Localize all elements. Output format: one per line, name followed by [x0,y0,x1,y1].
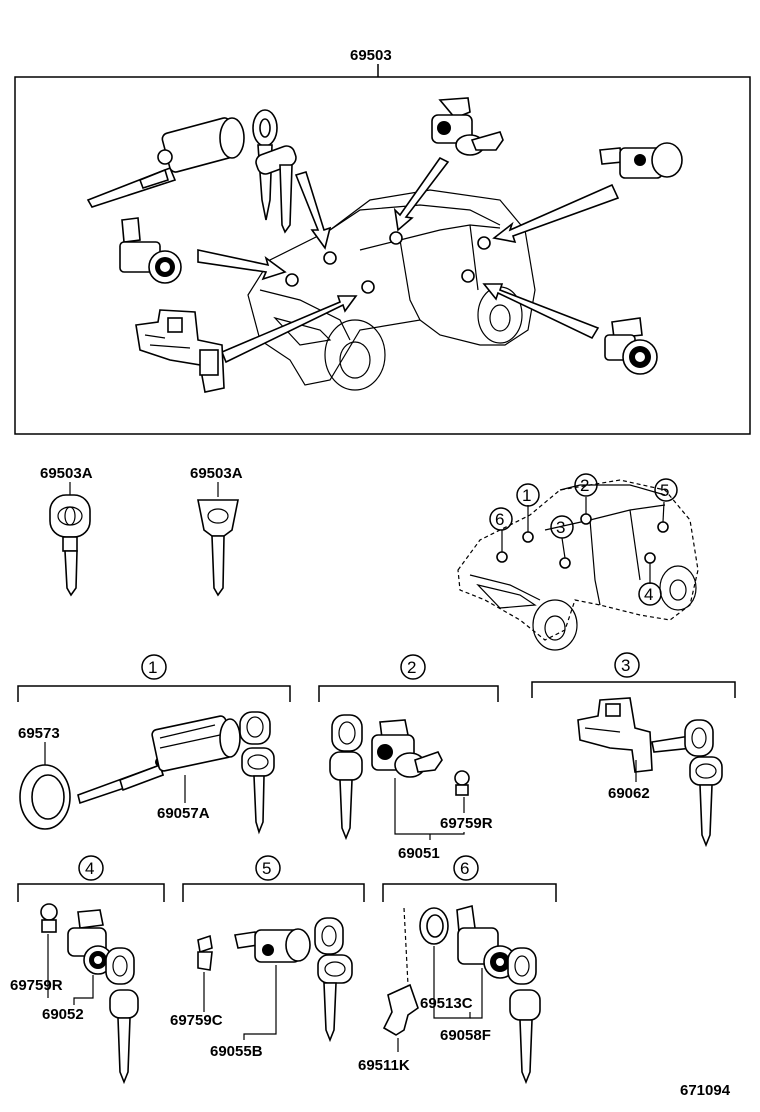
glove-lock-cylinder [456,904,517,979]
spring-clip-2 [454,770,470,796]
leader-door-cyl-4 [73,975,94,1005]
group-1-number: 1 [148,658,157,677]
ignition-cylinder-top [86,117,245,208]
group-4-number: 4 [85,859,94,878]
vehicle-illustration-callouts [457,479,699,651]
ignition-cylinder [77,715,241,805]
door-lock-right-top [599,142,683,179]
key-pair-top [252,109,297,234]
master-key-illustration [49,494,91,597]
callout-1: 1 [522,486,531,505]
group-marker-6 [453,855,479,881]
hatch-keys [314,917,353,1043]
group-bracket-2 [318,685,499,702]
group-marker-5 [255,855,281,881]
callout-2: 2 [580,476,589,495]
callout-markers: 1 2 3 4 5 6 [489,473,678,606]
label-hatch-cyl: 69055B [210,1043,263,1060]
label-glove-rod: 69511K [358,1057,410,1074]
group-marker-1 [141,654,167,680]
group-bracket-6 [382,883,557,902]
pointer-arrows [197,156,620,364]
glove-keys [507,947,541,1085]
ignition-keys [239,711,275,835]
spring-clip-5 [197,934,213,971]
group-bracket-1 [17,685,291,702]
assembly-box [14,76,751,435]
door-lock-top-center [431,97,504,156]
door-lock-cylinder-2 [371,719,443,778]
latch-assembly-top [135,309,225,393]
latch-assembly-3 [577,697,693,773]
group-2-number: 2 [407,658,416,677]
door-keys-4 [105,947,139,1085]
leader-hatch-cyl [243,965,277,1040]
group-marker-2 [400,654,426,680]
label-glove-cyl: 69058F [440,1027,491,1044]
callout-4: 4 [644,585,653,604]
spring-clip-4 [40,903,58,933]
dashed-guide [403,907,409,986]
door-keys-2 [329,714,363,841]
label-trunk: 69062 [608,785,650,802]
keys-3 [684,719,723,848]
group-bracket-3 [531,681,736,698]
door-lock-cylinder-4 [67,909,113,975]
label-hatch-spring: 69759C [170,1012,223,1029]
label-glove-ring: 69513C [420,995,473,1012]
label-door-spring-4: 69759R [10,977,63,994]
label-ign-cyl: 69057A [157,805,210,822]
glove-box-rod [382,983,419,1036]
callout-6: 6 [495,510,504,529]
retainer-ring [19,764,71,830]
sub-key-illustration [197,499,239,597]
glove-retainer-ring [419,907,449,945]
leader-glove-ring [433,946,471,1019]
door-lock-left-top [119,217,182,284]
label-key-a1: 69503A [40,465,93,482]
label-assembly: 69503 [350,47,392,64]
label-door-spring-2: 69759R [440,815,493,832]
group-marker-3 [614,652,640,678]
group-bracket-5 [182,883,365,902]
hatch-lock-cylinder [234,928,311,963]
door-lock-lower-right-top [604,317,658,375]
group-3-number: 3 [621,656,630,675]
group-bracket-4 [17,883,165,902]
callout-5: 5 [660,481,669,500]
group-marker-4 [78,855,104,881]
group-6-number: 6 [460,859,469,878]
group-5-number: 5 [262,859,271,878]
callout-3: 3 [556,518,565,537]
label-ring: 69573 [18,725,60,742]
diagram-id: 671094 [680,1082,731,1099]
vehicle-illustration-top [247,189,536,391]
leader-glove-cyl [470,968,483,1019]
label-key-a2: 69503A [190,465,243,482]
label-door-cyl-2: 69051 [398,845,440,862]
label-door-cyl-4: 69052 [42,1006,84,1023]
